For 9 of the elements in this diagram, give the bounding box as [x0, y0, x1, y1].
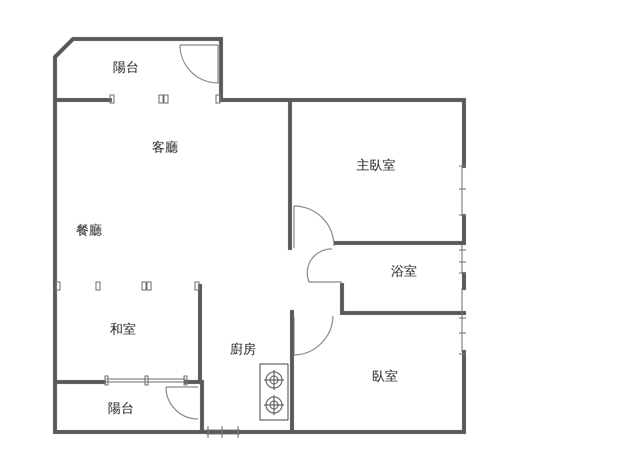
room-label: 廚房 [230, 344, 256, 356]
room-label: 臥室 [372, 370, 398, 384]
room-label: 餐廳 [76, 224, 102, 238]
room-label: 陽台 [113, 62, 139, 74]
room-label: 客廳 [152, 142, 178, 154]
room-label: 浴室 [391, 266, 417, 278]
room-label: 和室 [110, 324, 136, 336]
room-label: 主臥室 [356, 160, 396, 172]
room-label: 陽台 [108, 402, 134, 416]
